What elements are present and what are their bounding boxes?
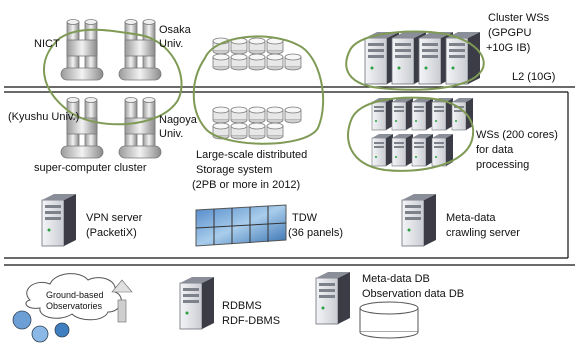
observatories-cloud — [12, 273, 133, 343]
observation-db-cylinder — [359, 301, 419, 339]
kyushu-supercomputer — [60, 97, 104, 159]
l2-network-label: L2 (10G) — [512, 71, 556, 83]
tiled-display-wall — [195, 204, 287, 247]
rdbms-server — [179, 276, 215, 330]
osaka-supercomputer — [118, 19, 162, 81]
zone-borders — [4, 86, 575, 266]
vpn-label-line2: (PacketiX) — [86, 227, 137, 239]
osaka-label-line2: Univ. — [159, 38, 184, 50]
cluster-label-line1: Cluster WSs — [488, 12, 550, 24]
tdw-label-line1: TDW — [292, 212, 318, 224]
nagoya-label-line2: Univ. — [159, 128, 184, 140]
nagoya-label-line1: Nagoya — [159, 114, 197, 126]
osaka-label-line1: Osaka — [159, 24, 191, 36]
tdw-label-line2: (36 panels) — [288, 227, 344, 239]
storage-disks-lower — [212, 106, 302, 140]
storage-label-line3: (2PB or more in 2012) — [192, 179, 301, 191]
nagoya-supercomputer — [118, 97, 162, 159]
nict-supercomputer — [60, 19, 104, 81]
kyushu-label: (Kyushu Univ.) — [8, 111, 80, 123]
metadata-server-label-line2: crawling server — [446, 227, 520, 239]
metadb-label-line2: Observation data DB — [362, 288, 465, 300]
rdbms-label-line1: RDBMS — [222, 300, 262, 312]
ws-label-line1: WSs (200 cores) — [476, 129, 558, 141]
metadata-crawling-server — [401, 193, 437, 247]
cluster-label-line2: (GPGPU — [488, 27, 532, 39]
supercomputer-cluster-label: super-computer cluster — [34, 162, 147, 174]
metadb-server — [315, 271, 351, 325]
storage-label-line2: Storage system — [196, 164, 273, 176]
vpn-server — [41, 193, 77, 247]
ws-label-line2: for data — [476, 144, 514, 156]
storage-label-line1: Large-scale distributed — [196, 149, 308, 161]
metadb-label-line1: Meta-data DB — [362, 273, 430, 285]
rdbms-label-line2: RDF-DBMS — [222, 315, 281, 327]
observatories-label-line2: Observatories — [46, 301, 103, 311]
nict-label: NICT — [34, 38, 60, 50]
cluster-label-line3: +10G IB) — [486, 42, 531, 54]
vpn-label-line1: VPN server — [86, 212, 143, 224]
processing-workstations — [371, 97, 474, 167]
observatories-label-line1: Ground-based — [46, 290, 104, 300]
metadata-server-label-line1: Meta-data — [446, 212, 496, 224]
ws-label-line3: processing — [476, 159, 530, 171]
network-links — [43, 28, 485, 172]
storage-disks-top — [212, 37, 302, 71]
